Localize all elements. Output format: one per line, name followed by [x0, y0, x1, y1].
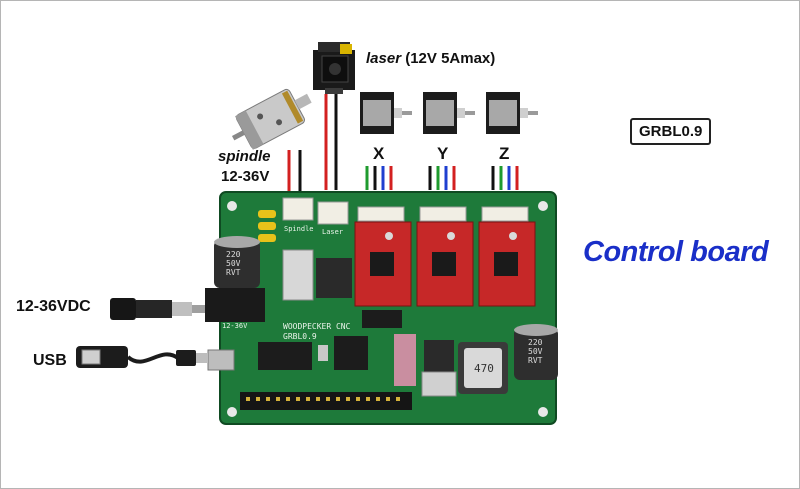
silk-brand: WOODPECKER CNC	[283, 322, 351, 331]
cap-left-line: RVT	[226, 268, 241, 277]
stepper-wires	[365, 166, 519, 190]
cap-left-label: 220 50V RVT	[226, 250, 240, 277]
dc-jack-plug-icon	[110, 298, 205, 320]
cap-right-line: 50V	[528, 347, 543, 356]
spindle-label: spindle	[218, 148, 271, 165]
axis-x-label: X	[373, 144, 385, 163]
stepper-driver-z	[478, 221, 536, 307]
stepper-driver-y	[416, 221, 474, 307]
cap-left-line: 50V	[226, 259, 241, 268]
control-board-pcb	[205, 191, 558, 425]
stepper-motor-icon	[360, 92, 412, 134]
stepper-driver-x	[354, 221, 412, 307]
stepper-motor-icon	[423, 92, 475, 134]
laser-label: laser (12V 5Amax)	[366, 50, 495, 67]
inductor-label: 470	[474, 362, 494, 375]
stepper-motor-icon	[486, 92, 538, 134]
silk-spindle-header: Spindle	[284, 225, 314, 233]
silk-voltage-tag: 12-36V	[222, 322, 248, 330]
spindle-motor-icon	[231, 88, 312, 150]
laser-module-icon	[313, 42, 355, 94]
cap-right-label: 220 50V RVT	[528, 338, 542, 365]
usb-cable-icon	[76, 346, 208, 368]
silk-firmware: GRBL0.9	[283, 332, 317, 341]
control-board-title: Control board	[583, 236, 769, 268]
axis-z-label: Z	[499, 144, 510, 163]
spindle-voltage-label: 12-36V	[221, 168, 270, 185]
usb-label: USB	[33, 352, 67, 369]
cap-right-line: RVT	[528, 356, 543, 365]
cap-right-line: 220	[528, 338, 543, 347]
cap-left-line: 220	[226, 250, 241, 259]
silk-laser-header: Laser	[322, 228, 344, 236]
power-input-label: 12-36VDC	[16, 298, 91, 315]
laser-spec: (12V 5Amax)	[405, 50, 496, 67]
axis-y-label: Y	[437, 144, 449, 163]
firmware-badge: GRBL0.9	[630, 118, 712, 145]
laser-word: laser	[366, 50, 402, 67]
